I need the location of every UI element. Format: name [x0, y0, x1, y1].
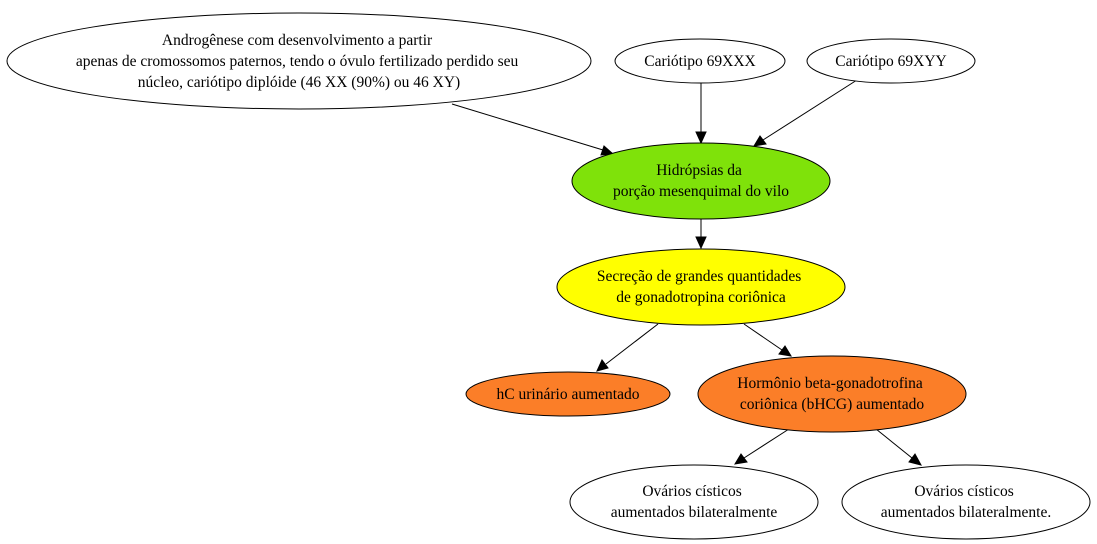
- node-bhcg: Hormônio beta-gonadotrofina coriônica (b…: [697, 355, 967, 433]
- node-hc-urinario-shape: [465, 371, 671, 417]
- node-hidropsias: Hidrópsias da porção mesenquimal do vilo: [571, 142, 831, 220]
- node-secrecao-shape: [556, 248, 846, 326]
- node-secrecao-label: Secreção de grandes quantidades de gonad…: [597, 268, 805, 306]
- node-androgenese: Androgênese com desenvolvimento a partir…: [6, 12, 592, 110]
- node-cariotipo-69xxx: Cariótipo 69XXX: [614, 38, 786, 84]
- node-cariotipo-69xyy-label: Cariótipo 69XYY: [835, 53, 947, 70]
- node-ovarios-1-shape: [569, 464, 819, 540]
- edge-secrecao-to-bhcg: [743, 323, 792, 357]
- edge-bhcg-to-ovarios1: [734, 428, 790, 465]
- edge-androgenese-to-hidropsias: [451, 103, 615, 156]
- edges: [451, 79, 922, 466]
- node-cariotipo-69xyy-shape: [806, 38, 976, 84]
- node-ovarios-1: Ovários císticos aumentados bilateralmen…: [569, 464, 819, 540]
- node-cariotipo-69xyy: Cariótipo 69XYY: [806, 38, 976, 84]
- node-androgenese-shape: [6, 12, 592, 110]
- node-cariotipo-69xxx-shape: [614, 38, 786, 84]
- node-ovarios-2-shape: [841, 464, 1091, 540]
- node-hidropsias-shape: [571, 142, 831, 220]
- edge-xxx-to-hidropsias: [695, 82, 707, 145]
- edge-hidropsias-to-secrecao: [695, 219, 707, 250]
- node-cariotipo-69xxx-label: Cariótipo 69XXX: [644, 53, 756, 70]
- node-bhcg-shape: [697, 355, 967, 433]
- edge-secrecao-to-hc: [596, 323, 659, 372]
- node-hc-urinario: hC urinário aumentado: [465, 371, 671, 417]
- node-ovarios-2-label: Ovários císticos aumentados bilateralmen…: [881, 483, 1051, 521]
- node-androgenese-label: Androgênese com desenvolvimento a partir…: [76, 32, 522, 91]
- node-hc-urinario-label: hC urinário aumentado: [497, 386, 640, 403]
- node-ovarios-2: Ovários císticos aumentados bilateralmen…: [841, 464, 1091, 540]
- edge-xyy-to-hidropsias: [753, 79, 858, 147]
- node-bhcg-label: Hormônio beta-gonadotrofina coriônica (b…: [737, 375, 926, 413]
- node-ovarios-1-label: Ovários císticos aumentados bilateralmen…: [611, 483, 778, 521]
- node-secrecao: Secreção de grandes quantidades de gonad…: [556, 248, 846, 326]
- node-hidropsias-label: Hidrópsias da porção mesenquimal do vilo: [613, 162, 789, 200]
- edge-bhcg-to-ovarios2: [875, 428, 922, 466]
